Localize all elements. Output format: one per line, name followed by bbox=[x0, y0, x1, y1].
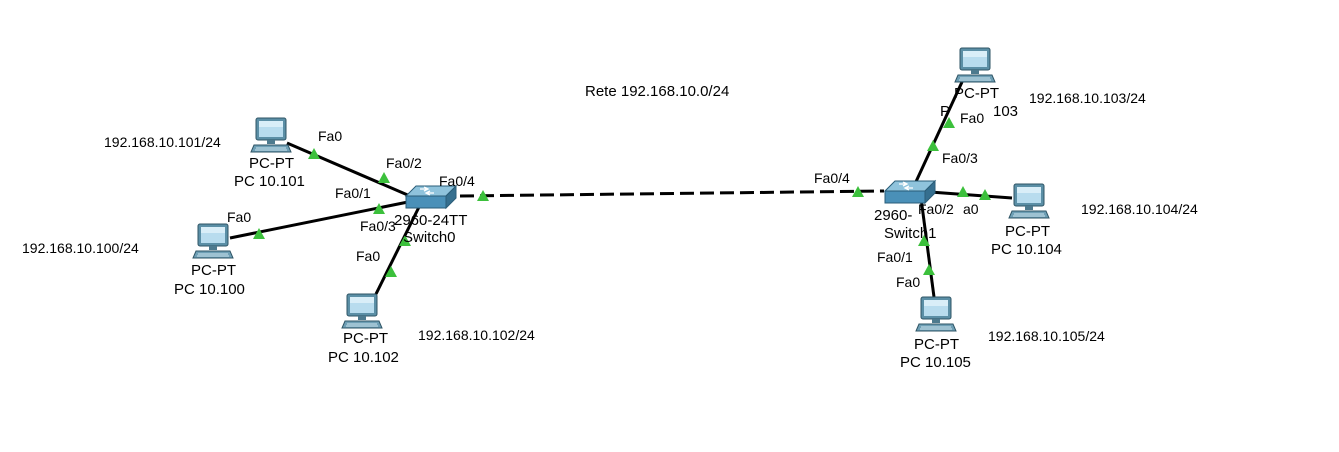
pc-10-103[interactable] bbox=[954, 47, 996, 83]
pc-10-100[interactable] bbox=[192, 223, 234, 259]
pc101-type: PC-PT bbox=[249, 155, 294, 172]
port-led bbox=[923, 264, 935, 275]
pc102-ip: 192.168.10.102/24 bbox=[418, 327, 535, 343]
pc-icon bbox=[250, 117, 292, 153]
pc103-type-fragment: P bbox=[940, 103, 950, 120]
port-label: Fa0/3 bbox=[360, 218, 396, 234]
pc-10-104[interactable] bbox=[1008, 183, 1050, 219]
pc-10-101[interactable] bbox=[250, 117, 292, 153]
port-label: Fa0 bbox=[960, 110, 984, 126]
pc100-name: PC 10.100 bbox=[174, 281, 245, 298]
link-pc101-sw0[interactable] bbox=[286, 141, 411, 198]
link-pc105-sw1[interactable] bbox=[919, 197, 936, 298]
port-label: Fa0 bbox=[896, 274, 920, 290]
port-label: Fa0/3 bbox=[942, 150, 978, 166]
pc-10-105[interactable] bbox=[915, 296, 957, 332]
pc103-ip: 192.168.10.103/24 bbox=[1029, 90, 1146, 106]
pc101-name: PC 10.101 bbox=[234, 173, 305, 190]
pc-10-102[interactable] bbox=[341, 293, 383, 329]
port-label: Fa0/4 bbox=[439, 173, 475, 189]
switch1[interactable] bbox=[884, 180, 936, 204]
switch-icon bbox=[405, 185, 457, 209]
pc104-ip: 192.168.10.104/24 bbox=[1081, 201, 1198, 217]
pc103-name: 103 bbox=[993, 103, 1018, 120]
switch1-name: Switch1 bbox=[884, 225, 937, 242]
pc-icon bbox=[341, 293, 383, 329]
switch0[interactable] bbox=[405, 185, 457, 209]
switch0-name: Switch0 bbox=[403, 229, 456, 246]
link-pc104-sw1[interactable] bbox=[929, 190, 1013, 200]
port-label: Fa0/1 bbox=[335, 185, 371, 201]
network-note: Rete 192.168.10.0/24 bbox=[585, 83, 729, 100]
port-led bbox=[927, 140, 939, 151]
pc-icon bbox=[954, 47, 996, 83]
port-label: Fa0/2 bbox=[918, 201, 954, 217]
port-label: Fa0 bbox=[356, 248, 380, 264]
port-led bbox=[957, 186, 969, 197]
link-pc102-sw0[interactable] bbox=[374, 204, 422, 295]
pc102-name: PC 10.102 bbox=[328, 349, 399, 366]
pc-icon bbox=[1008, 183, 1050, 219]
pc104-name: PC 10.104 bbox=[991, 241, 1062, 258]
pc105-ip: 192.168.10.105/24 bbox=[988, 328, 1105, 344]
pc-icon bbox=[915, 296, 957, 332]
pc105-type: PC-PT bbox=[914, 336, 959, 353]
link-sw0-sw1[interactable] bbox=[459, 189, 885, 198]
switch0-model: 2960-24TT bbox=[394, 212, 467, 229]
switch1-model: 2960- bbox=[874, 207, 912, 224]
pc101-ip: 192.168.10.101/24 bbox=[104, 134, 221, 150]
pc100-ip: 192.168.10.100/24 bbox=[22, 240, 139, 256]
pc103-type: PC-PT bbox=[954, 85, 999, 102]
port-label: Fa0/2 bbox=[386, 155, 422, 171]
port-led bbox=[378, 172, 390, 183]
pc104-type: PC-PT bbox=[1005, 223, 1050, 240]
port-label: Fa0/1 bbox=[877, 249, 913, 265]
link-pc103-sw1[interactable] bbox=[912, 81, 964, 187]
port-label: a0 bbox=[963, 201, 979, 217]
pc105-name: PC 10.105 bbox=[900, 354, 971, 371]
switch-icon bbox=[884, 180, 936, 204]
pc102-type: PC-PT bbox=[343, 330, 388, 347]
pc100-type: PC-PT bbox=[191, 262, 236, 279]
pc-icon bbox=[192, 223, 234, 259]
port-label: Fa0 bbox=[318, 128, 342, 144]
port-label: Fa0/4 bbox=[814, 170, 850, 186]
port-label: Fa0 bbox=[227, 209, 251, 225]
